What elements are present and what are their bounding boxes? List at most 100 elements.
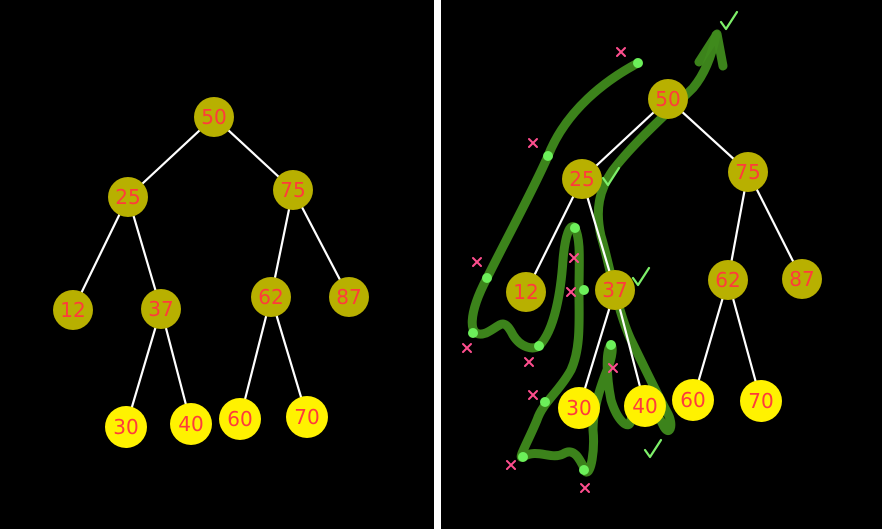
trail-point-2 (543, 151, 553, 161)
left-node-circle-87 (329, 277, 369, 317)
left-node-label-37: 37 (148, 297, 173, 321)
trail-point-7 (579, 285, 589, 295)
left-node-40: 40 (170, 403, 212, 445)
right-node-75: 75 (728, 152, 768, 192)
traversal-arrow-head (694, 29, 728, 71)
traversal-path (467, 30, 721, 477)
left-node-circle-70 (286, 396, 328, 438)
right-node-circle-25 (562, 159, 602, 199)
left-node-circle-12 (53, 290, 93, 330)
right-node-label-75: 75 (735, 160, 760, 184)
right-node-label-25: 25 (569, 167, 594, 191)
left-node-30: 30 (105, 406, 147, 448)
done-mark-3 (631, 266, 651, 287)
right-node-87: 87 (782, 259, 822, 299)
right-node-label-62: 62 (715, 268, 740, 292)
trail-point-4 (468, 328, 478, 338)
visit-mark-6 (569, 253, 579, 263)
left-node-circle-60 (219, 398, 261, 440)
left-node-circle-30 (105, 406, 147, 448)
left-node-label-62: 62 (258, 285, 283, 309)
right-node-37: 37 (595, 270, 635, 310)
visit-mark-2 (528, 138, 538, 148)
trail-point-6 (570, 223, 580, 233)
visit-mark-3 (472, 257, 482, 267)
left-node-circle-50 (194, 97, 234, 137)
right-node-40: 40 (624, 385, 666, 427)
trail-point-5 (534, 341, 544, 351)
left-node-label-12: 12 (60, 298, 85, 322)
done-mark-1 (719, 10, 739, 31)
trail-point-9 (518, 452, 528, 462)
left-node-50: 50 (194, 97, 234, 137)
right-edge-n25-n12 (525, 178, 583, 293)
left-node-label-70: 70 (294, 405, 319, 429)
left-node-12: 12 (53, 290, 93, 330)
left-node-75: 75 (273, 170, 313, 210)
left-node-circle-75 (273, 170, 313, 210)
right-node-circle-50 (648, 79, 688, 119)
right-node-circle-12 (506, 272, 546, 312)
left-node-label-75: 75 (280, 178, 305, 202)
left-node-label-60: 60 (227, 407, 252, 431)
left-edge-n75-n87 (292, 189, 350, 298)
right-node-circle-87 (782, 259, 822, 299)
right-node-label-87: 87 (789, 267, 814, 291)
right-node-circle-70 (740, 380, 782, 422)
visit-mark-5 (524, 357, 534, 367)
traversal-tree-diagram: 50 25 75 12 37 62 87 30 40 60 70 (462, 10, 822, 493)
right-node-12: 12 (506, 272, 546, 312)
left-node-60: 60 (219, 398, 261, 440)
right-node-label-50: 50 (655, 87, 680, 111)
left-node-circle-25 (108, 177, 148, 217)
trail-point-1 (633, 58, 643, 68)
right-node-70: 70 (740, 380, 782, 422)
done-mark-2 (601, 166, 621, 187)
left-edge-n25-n12 (72, 196, 129, 311)
right-node-label-40: 40 (632, 394, 657, 418)
done-mark-4 (643, 438, 663, 459)
right-node-label-60: 60 (680, 388, 705, 412)
right-node-circle-37 (595, 270, 635, 310)
left-node-label-40: 40 (178, 412, 203, 436)
right-node-60: 60 (672, 379, 714, 421)
left-node-37: 37 (141, 289, 181, 329)
right-node-label-37: 37 (602, 278, 627, 302)
right-node-62: 62 (708, 260, 748, 300)
right-panel: 50 25 75 12 37 62 87 30 40 60 70 (441, 0, 882, 529)
visit-mark-7 (566, 287, 576, 297)
right-node-circle-40 (624, 385, 666, 427)
left-node-circle-40 (170, 403, 212, 445)
left-node-circle-37 (141, 289, 181, 329)
left-node-25: 25 (108, 177, 148, 217)
visit-mark-9 (506, 460, 516, 470)
left-panel: 50 25 75 12 37 62 87 30 40 60 70 (0, 0, 434, 529)
right-node-25: 25 (562, 159, 602, 199)
left-node-70: 70 (286, 396, 328, 438)
trail-point-10 (579, 465, 589, 475)
right-node-circle-75 (728, 152, 768, 192)
visit-mark-10 (580, 483, 590, 493)
right-node-label-70: 70 (748, 389, 773, 413)
left-node-label-25: 25 (115, 185, 140, 209)
original-tree-diagram: 50 25 75 12 37 62 87 30 40 60 70 (53, 97, 369, 448)
right-node-50: 50 (648, 79, 688, 119)
visit-mark-8 (528, 390, 538, 400)
right-node-label-30: 30 (566, 396, 591, 420)
right-node-circle-60 (672, 379, 714, 421)
trail-point-8 (540, 397, 550, 407)
left-node-87: 87 (329, 277, 369, 317)
trail-point-11 (606, 340, 616, 350)
left-node-label-50: 50 (201, 105, 226, 129)
right-node-label-12: 12 (513, 280, 538, 304)
left-node-circle-62 (251, 277, 291, 317)
visit-mark-11 (608, 363, 618, 373)
right-node-30: 30 (558, 387, 600, 429)
right-node-circle-30 (558, 387, 600, 429)
trail-point-3 (482, 273, 492, 283)
right-node-circle-62 (708, 260, 748, 300)
left-node-62: 62 (251, 277, 291, 317)
left-node-label-30: 30 (113, 415, 138, 439)
visit-mark-4 (462, 343, 472, 353)
visit-mark-1 (616, 47, 626, 57)
